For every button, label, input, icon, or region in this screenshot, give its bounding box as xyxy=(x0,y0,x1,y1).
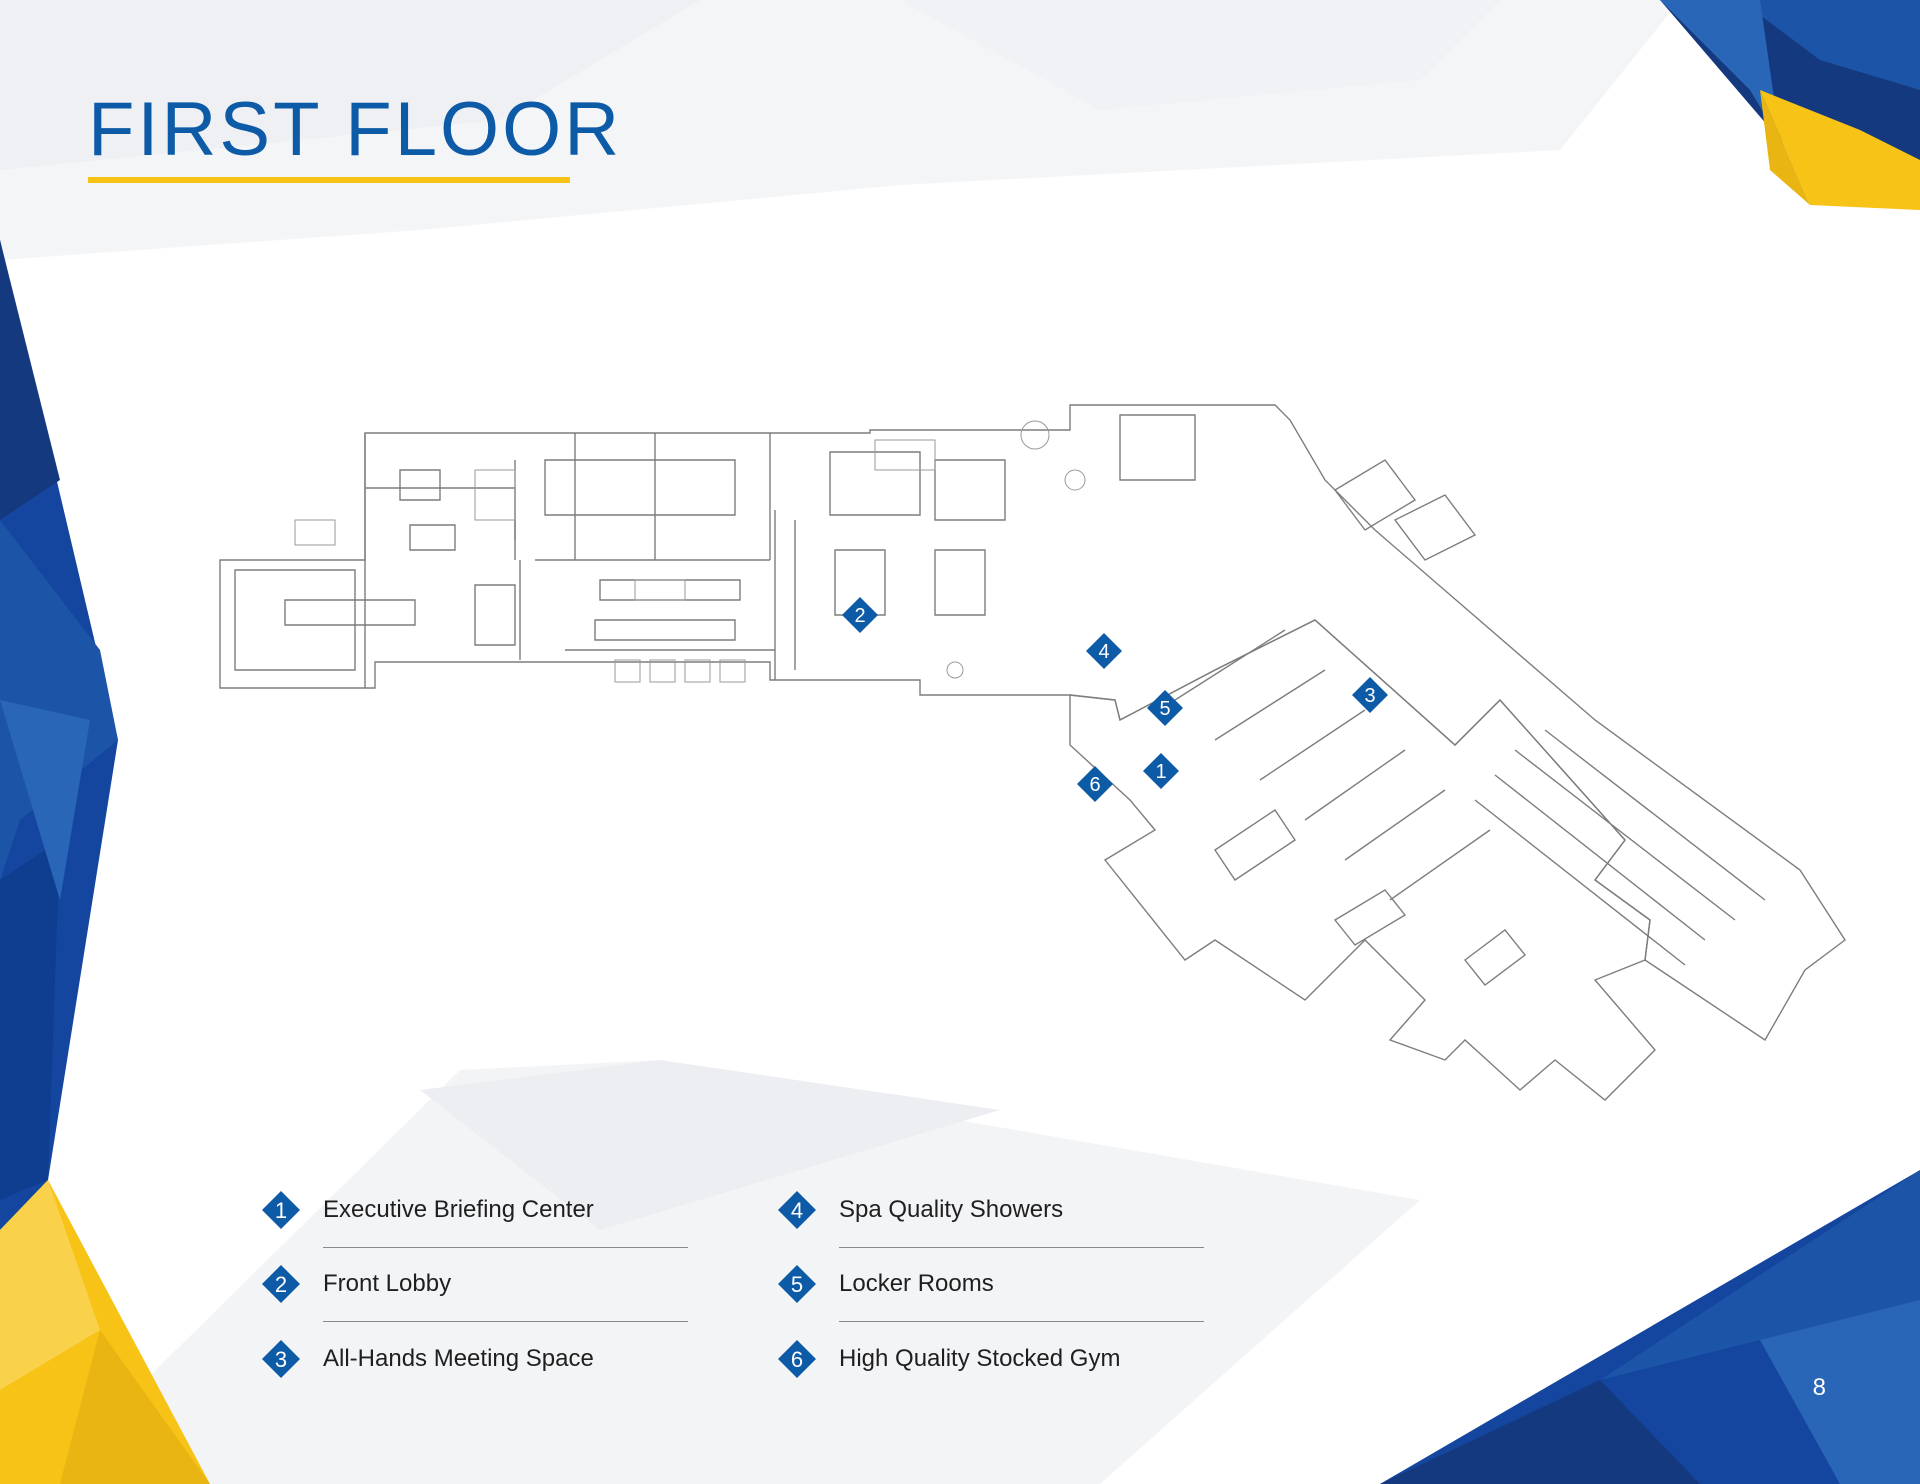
legend-badge-1: 1 xyxy=(261,1190,301,1230)
legend-divider xyxy=(323,1321,688,1322)
svg-text:1: 1 xyxy=(275,1198,287,1223)
legend-badge-2: 2 xyxy=(261,1264,301,1304)
legend-divider xyxy=(839,1321,1204,1322)
plan-outline-wing xyxy=(1069,619,1656,1101)
plan-marker-6: 6 xyxy=(1077,766,1113,802)
legend-label-1: Executive Briefing Center xyxy=(323,1196,594,1223)
svg-text:3: 3 xyxy=(275,1347,287,1372)
legend-badge-6: 6 xyxy=(777,1339,817,1379)
floor-plan: 1 2 3 4 5 6 xyxy=(219,404,1846,1101)
plan-marker-1-text: 1 xyxy=(1155,761,1166,783)
legend-label-4: Spa Quality Showers xyxy=(839,1196,1064,1223)
legend-label-5: Locker Rooms xyxy=(839,1270,994,1297)
legend-badge-5: 5 xyxy=(777,1264,817,1304)
plan-marker-3-text: 3 xyxy=(1364,685,1375,707)
legend-label-6: High Quality Stocked Gym xyxy=(839,1345,1121,1372)
svg-text:6: 6 xyxy=(791,1347,803,1372)
svg-text:5: 5 xyxy=(791,1272,803,1297)
legend-badge-3: 3 xyxy=(261,1339,301,1379)
plan-marker-1: 1 xyxy=(1143,753,1179,789)
plan-outline-main xyxy=(219,404,1846,1041)
plan-marker-5: 5 xyxy=(1147,690,1183,726)
plan-marker-2-text: 2 xyxy=(854,605,865,627)
legend-divider xyxy=(839,1247,1204,1248)
plan-marker-3: 3 xyxy=(1352,677,1388,713)
plan-marker-4-text: 4 xyxy=(1098,641,1109,663)
plan-marker-6-text: 6 xyxy=(1089,774,1100,796)
plan-marker-2: 2 xyxy=(842,597,878,633)
legend-divider xyxy=(323,1247,688,1248)
title-underline xyxy=(88,177,570,183)
plan-marker-4: 4 xyxy=(1086,633,1122,669)
page-number: 8 xyxy=(1812,1374,1826,1401)
svg-text:4: 4 xyxy=(791,1198,803,1223)
page-title: FIRST FLOOR xyxy=(88,87,623,172)
legend-badge-4: 4 xyxy=(777,1190,817,1230)
plan-marker-5-text: 5 xyxy=(1159,698,1170,720)
svg-text:2: 2 xyxy=(275,1272,287,1297)
legend-label-3: All-Hands Meeting Space xyxy=(323,1345,594,1372)
legend-label-2: Front Lobby xyxy=(323,1270,452,1297)
